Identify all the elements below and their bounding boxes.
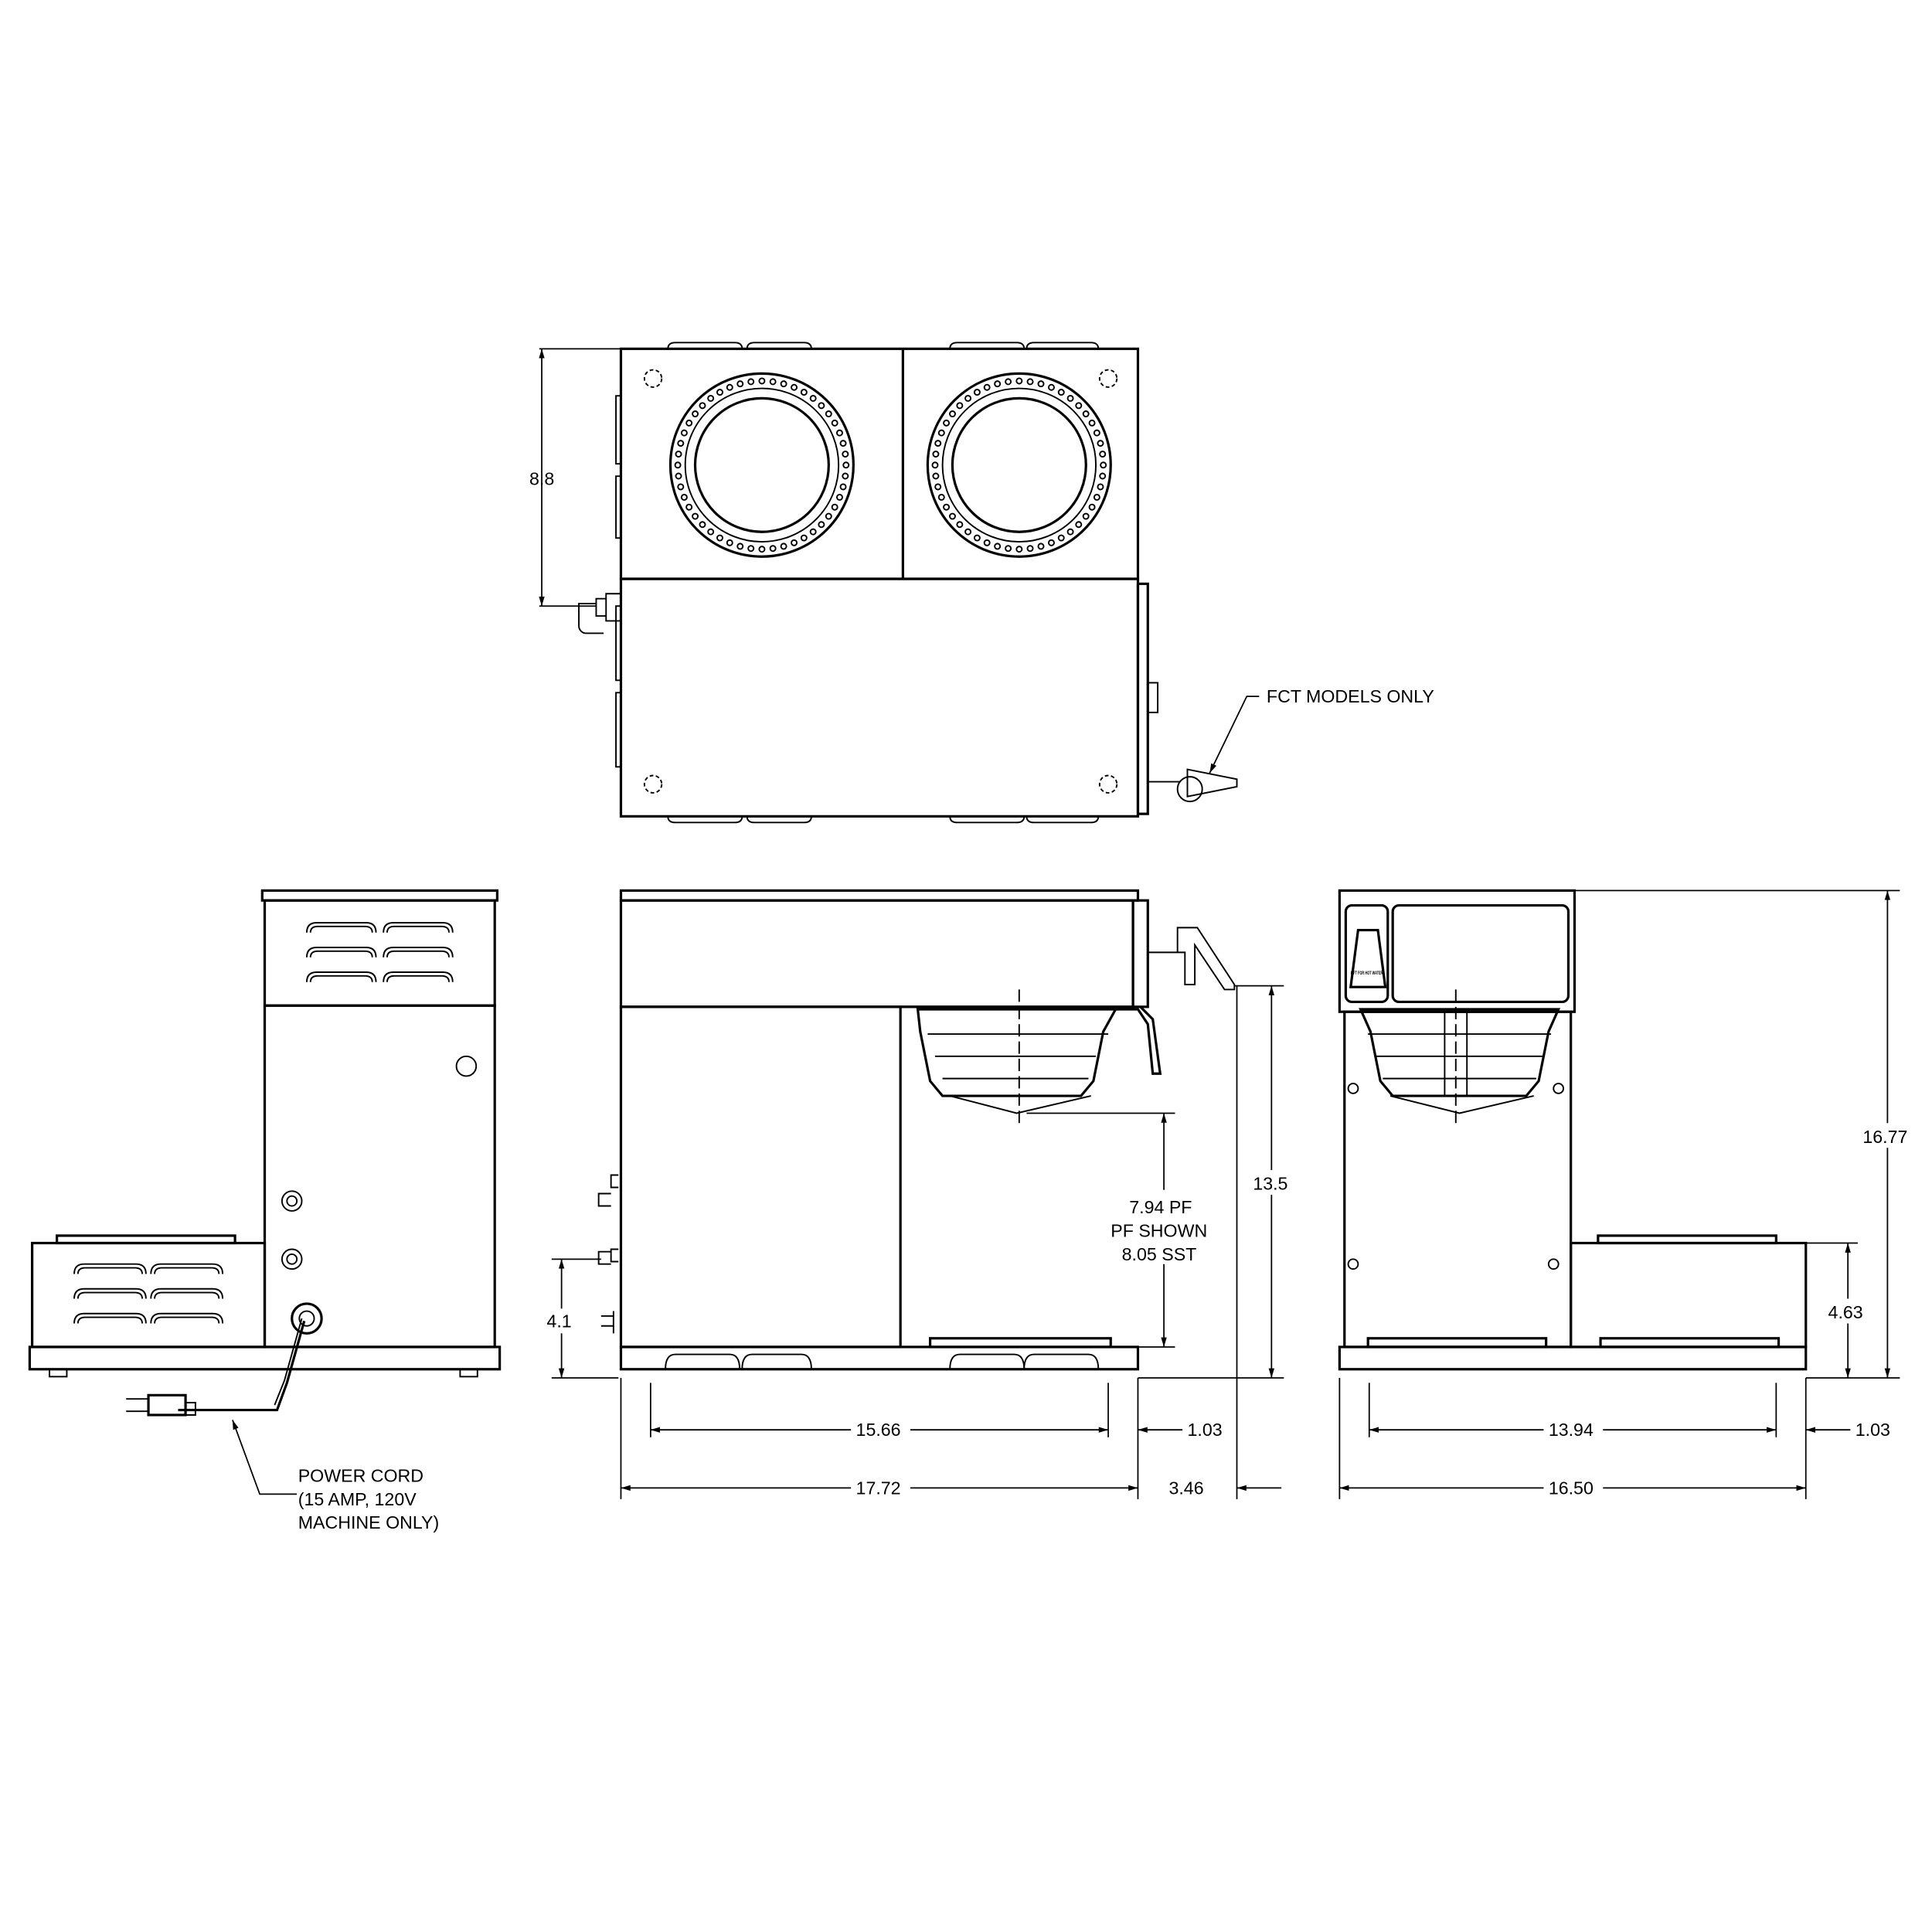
vent-louver bbox=[305, 947, 377, 957]
left-side-view: POWER CORD (15 AMP, 120V MACHINE ONLY) bbox=[28, 889, 502, 1532]
dim-17-72: 17.72 bbox=[856, 1478, 901, 1498]
dim-16-77: 16.77 bbox=[1862, 1127, 1907, 1147]
dim-funnel-1: 7.94 PF bbox=[1129, 1197, 1192, 1217]
power-cord-callout-2: (15 AMP, 120V bbox=[298, 1489, 417, 1509]
right-side-view: LIFT FOR HOT WATER 4.63 16.77 13.94 1.03… bbox=[1338, 889, 1915, 1501]
warmer-burner-2 bbox=[926, 372, 1112, 558]
power-cord-callout-3: MACHINE ONLY) bbox=[298, 1512, 440, 1532]
dim-13-5: 13.5 bbox=[1253, 1174, 1287, 1194]
dim-3-46: 3.46 bbox=[1168, 1478, 1203, 1498]
vent-louver bbox=[383, 971, 454, 982]
dim-15-66: 15.66 bbox=[856, 1420, 901, 1440]
vent-louver bbox=[150, 1287, 224, 1299]
dim-13-94: 13.94 bbox=[1549, 1420, 1594, 1440]
front-view: 7.94 PF PF SHOWN 8.05 SST 4.1 13.5 15.66… bbox=[542, 889, 1294, 1501]
hot-water-label: LIFT FOR HOT WATER bbox=[1351, 971, 1383, 976]
dim-1-03-front: 1.03 bbox=[1187, 1420, 1222, 1440]
vent-louver bbox=[383, 922, 454, 933]
top-view: 8.8 FCT MODELS ONLY bbox=[529, 342, 1434, 824]
dim-16-50: 16.50 bbox=[1549, 1478, 1594, 1498]
dim-4-1: 4.1 bbox=[546, 1311, 571, 1331]
vent-louver bbox=[305, 971, 377, 982]
dim-funnel-3: 8.05 SST bbox=[1122, 1244, 1197, 1264]
dim-1-03-side: 1.03 bbox=[1855, 1420, 1890, 1440]
dim-4-63: 4.63 bbox=[1828, 1302, 1863, 1322]
vent-louver bbox=[150, 1312, 224, 1324]
power-cord-callout-1: POWER CORD bbox=[298, 1465, 423, 1485]
vent-louver bbox=[73, 1263, 147, 1274]
dim-8-8: 8.8 bbox=[529, 468, 554, 488]
warmer-burner-1 bbox=[668, 372, 855, 558]
dim-funnel-2: PF SHOWN bbox=[1111, 1221, 1207, 1241]
fct-callout: FCT MODELS ONLY bbox=[1267, 686, 1434, 706]
vent-louver bbox=[305, 922, 377, 933]
vent-louver bbox=[73, 1287, 147, 1299]
vent-louver bbox=[383, 947, 454, 957]
vent-louver bbox=[150, 1263, 224, 1274]
vent-louver bbox=[73, 1312, 147, 1324]
